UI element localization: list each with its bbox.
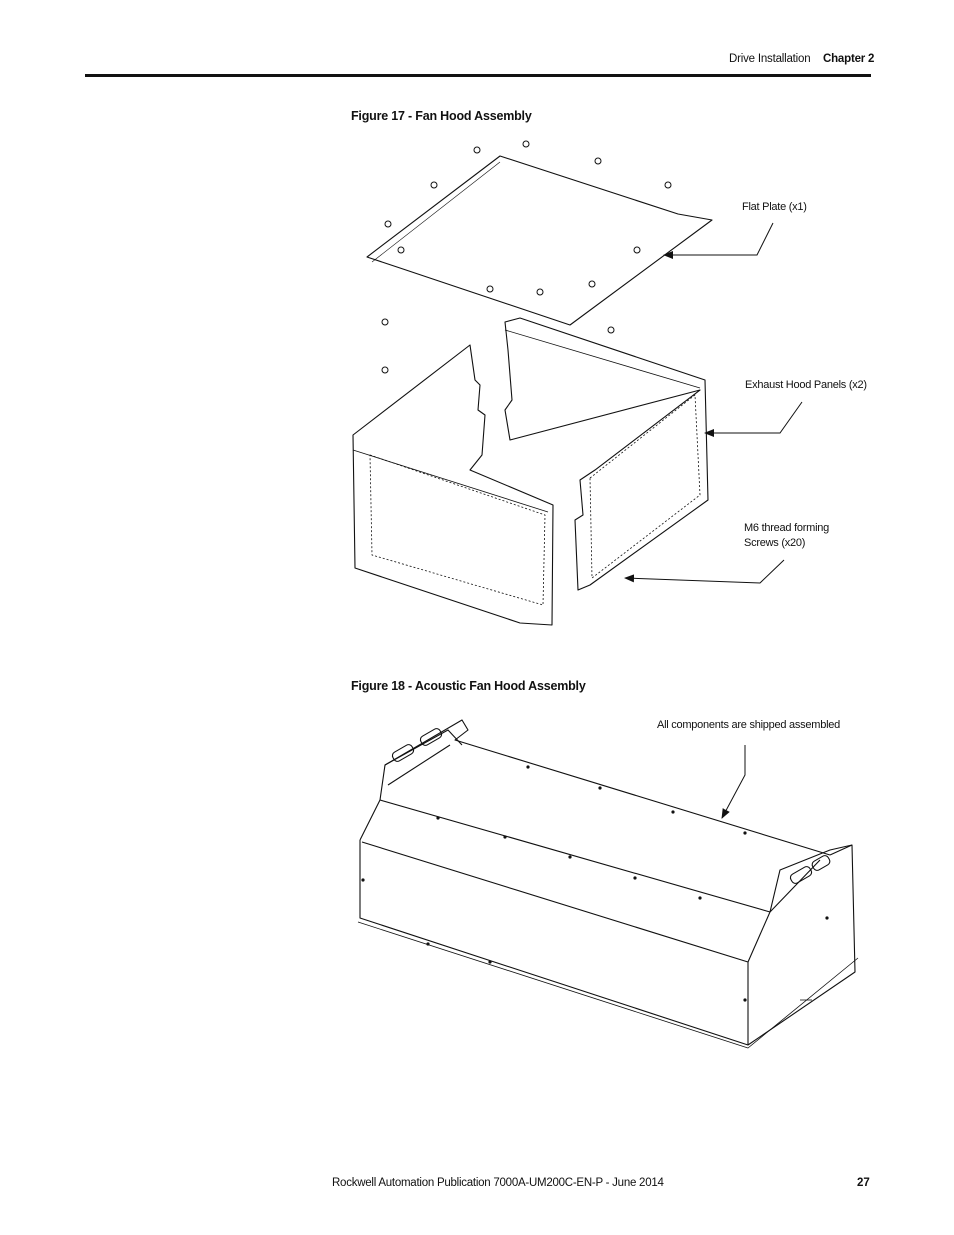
flat-plate-leader — [663, 222, 774, 259]
exhaust-panels-leader — [704, 401, 803, 437]
assembled-leader — [721, 745, 746, 819]
acoustic-hood-rivets — [361, 765, 829, 1002]
flat-plate-screws — [381, 140, 672, 374]
running-header-section: Drive Installation — [729, 53, 811, 65]
callout-exhaust-panels: Exhaust Hood Panels (x2) — [745, 379, 867, 391]
callout-screws-line2: Screws (x20) — [744, 537, 806, 549]
left-exhaust-panel — [352, 344, 554, 626]
acoustic-fan-hood-drawing — [357, 719, 859, 1049]
callout-flat-plate: Flat Plate (x1) — [742, 201, 807, 213]
footer-publication: Rockwell Automation Publication 7000A-UM… — [332, 1177, 664, 1189]
page-number: 27 — [857, 1177, 870, 1189]
figure-17-title: Figure 17 - Fan Hood Assembly — [351, 109, 532, 123]
flat-plate-outline — [366, 155, 713, 326]
figure-18-title: Figure 18 - Acoustic Fan Hood Assembly — [351, 679, 586, 693]
right-exhaust-panel — [504, 317, 709, 591]
header-rule — [85, 74, 871, 77]
screws-leader — [624, 559, 785, 584]
callout-screws-line1: M6 thread forming — [744, 522, 830, 534]
callout-shipped-assembled: All components are shipped assembled — [657, 719, 841, 731]
running-header-chapter: Chapter 2 — [823, 53, 875, 65]
